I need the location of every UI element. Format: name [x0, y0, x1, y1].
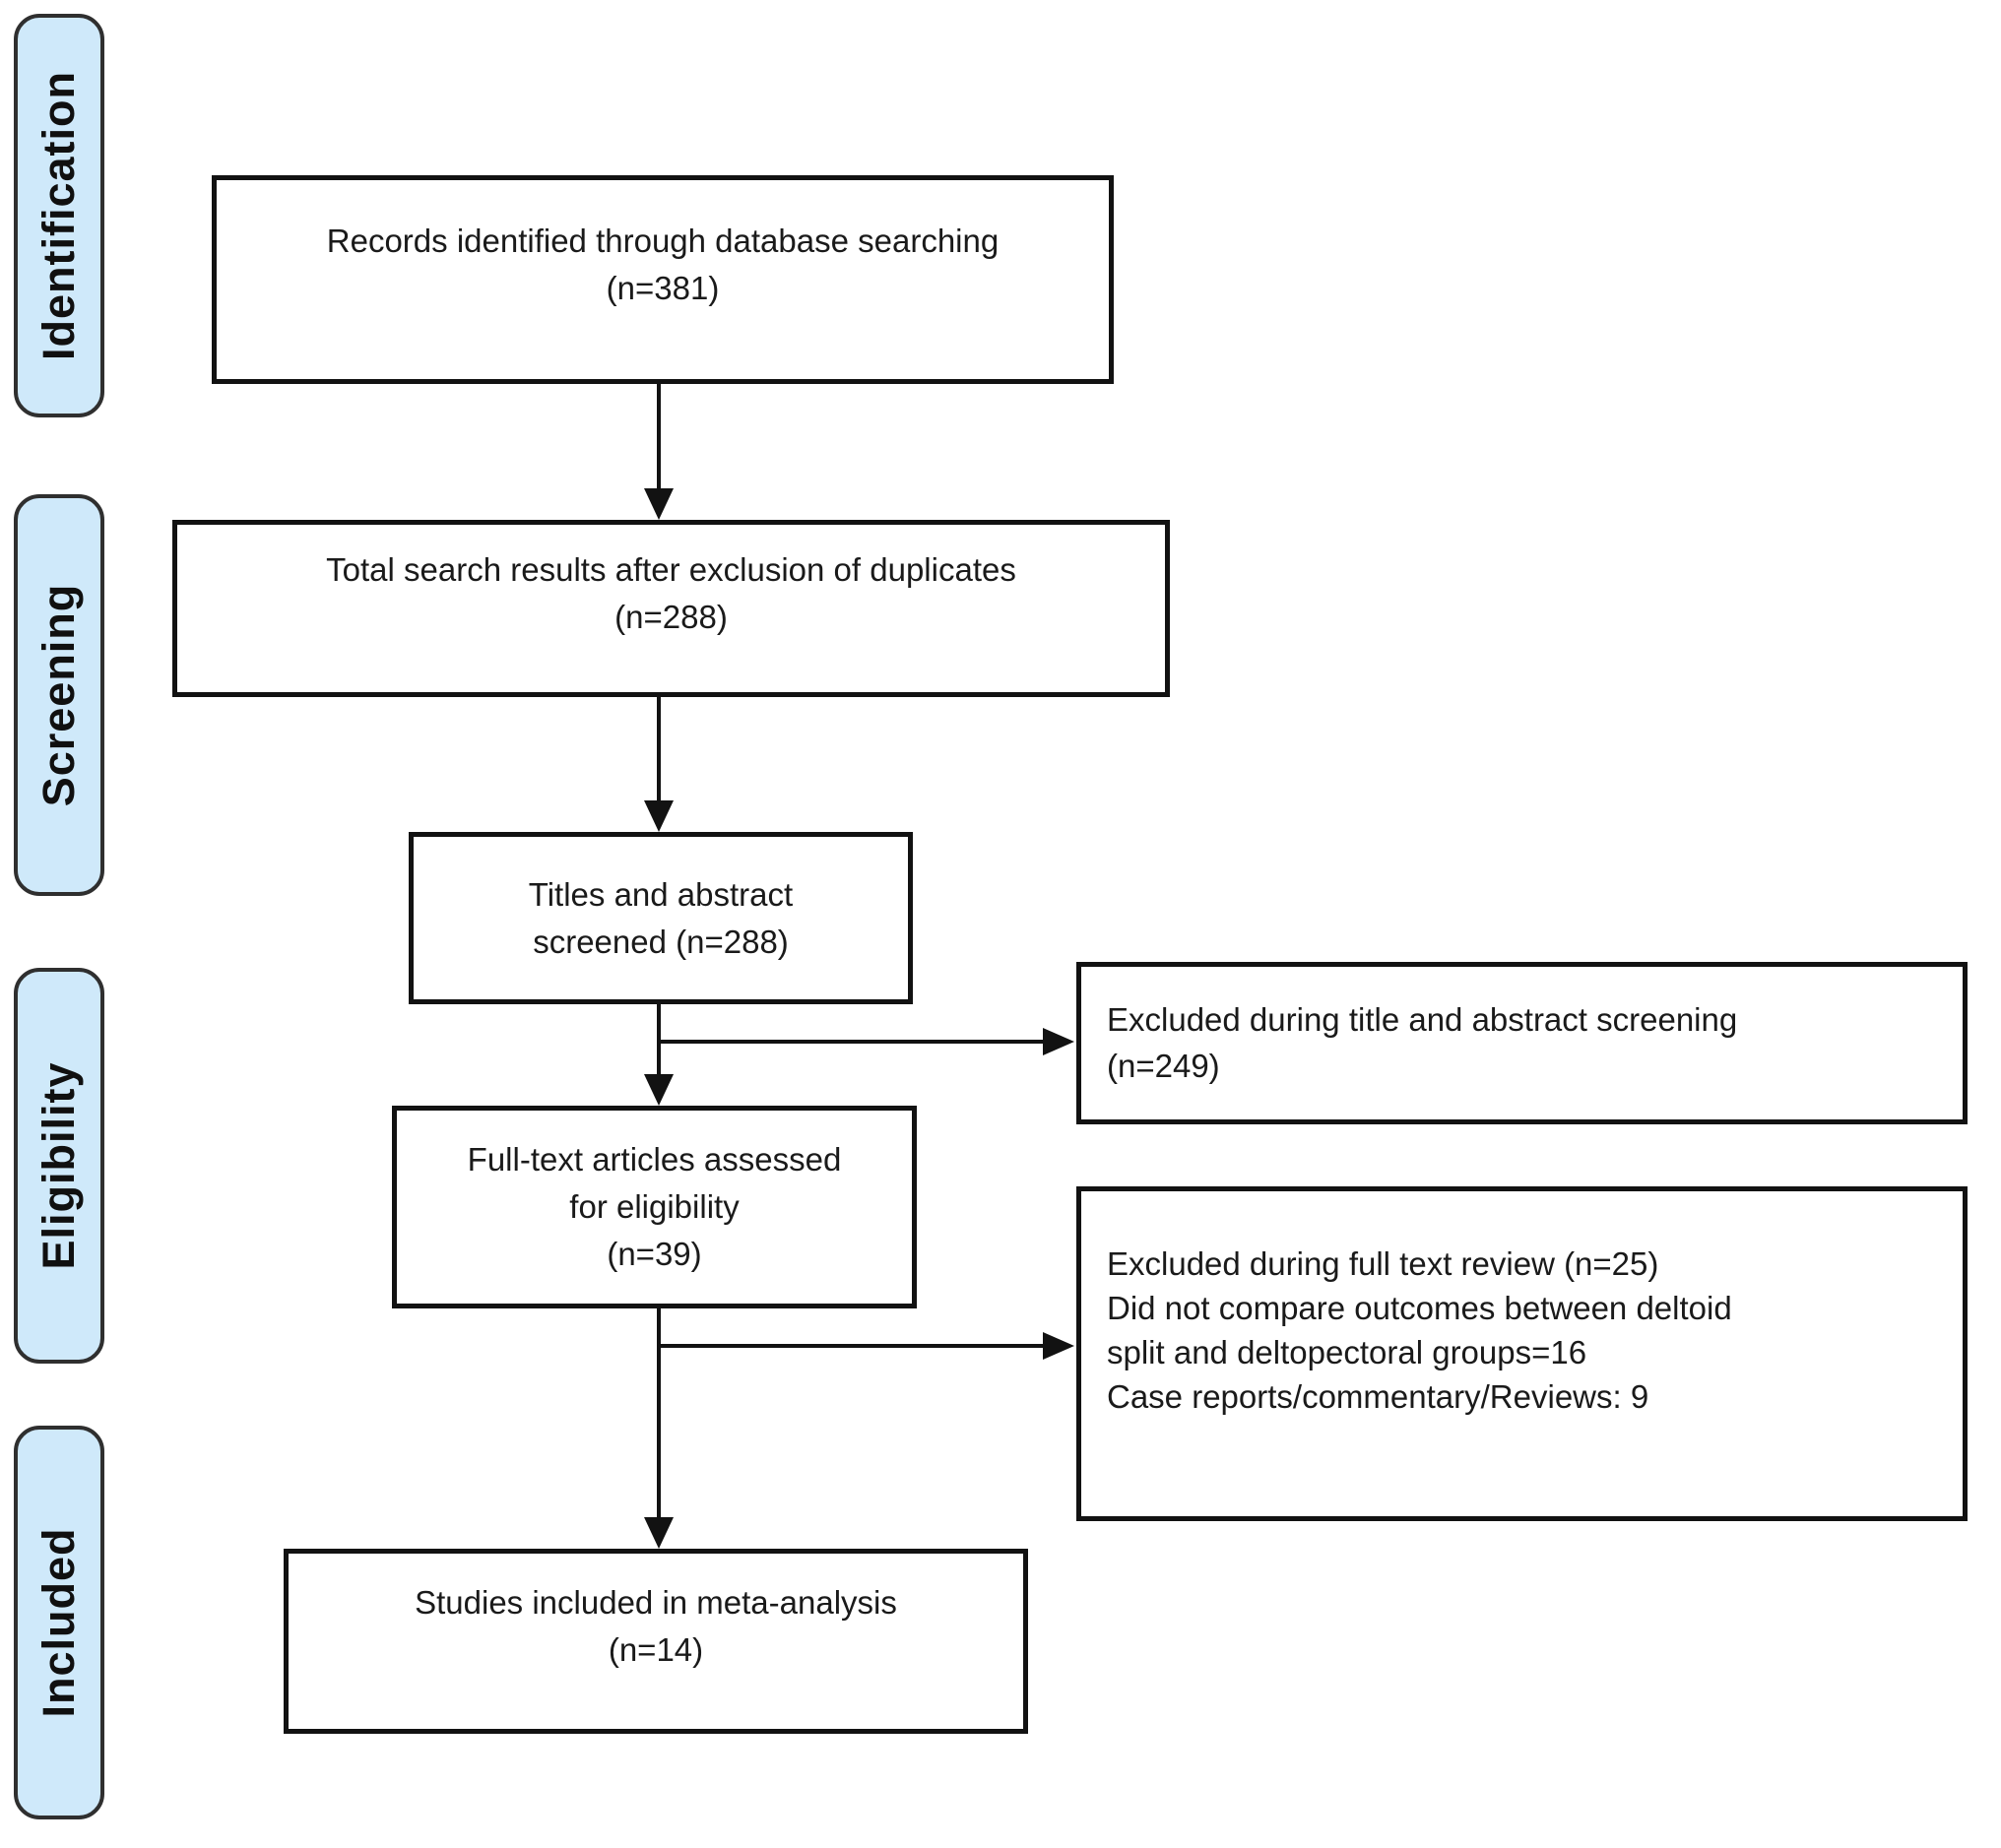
box-fulltext-assessed: Full-text articles assessed for eligibil… — [392, 1106, 917, 1308]
box-titles-abstract-screened-line-1: Titles and abstract — [528, 875, 794, 913]
stage-label-screening-text: Screening — [33, 583, 84, 807]
box-excluded-fulltext-review-line-4: Case reports/commentary/Reviews: 9 — [1107, 1377, 1649, 1415]
stage-label-identification: Identification — [14, 14, 104, 417]
box-excluded-fulltext-review-line-1: Excluded during full text review (n=25) — [1107, 1245, 1659, 1282]
box-records-identified-line-1: Records identified through database sear… — [326, 223, 1000, 260]
arrowhead-screened-to-excluded-screening — [1043, 1028, 1074, 1055]
box-records-identified: Records identified through database sear… — [212, 175, 1114, 384]
box-titles-abstract-screened: Titles and abstract screened (n=288) — [409, 832, 913, 1004]
box-total-after-duplicates-line-1: Total search results after exclusion of … — [326, 551, 1016, 589]
arrowhead-records-to-deduplicated — [644, 488, 674, 520]
stage-label-screening: Screening — [14, 494, 104, 896]
box-records-identified-line-2: (n=381) — [606, 270, 720, 306]
stage-label-identification-text: Identification — [33, 71, 84, 360]
box-total-after-duplicates: Total search results after exclusion of … — [172, 520, 1170, 697]
connector-deduplicated-to-screened — [657, 697, 661, 802]
box-titles-abstract-screened-line-2: screened (n=288) — [533, 923, 789, 960]
arrowhead-screened-to-fulltext — [644, 1074, 674, 1106]
box-fulltext-assessed-line-2: for eligibility — [569, 1188, 740, 1226]
box-excluded-fulltext-review-line-2: Did not compare outcomes between deltoid — [1107, 1289, 1732, 1326]
arrowhead-fulltext-to-included — [644, 1517, 674, 1549]
stage-label-included: Included — [14, 1426, 104, 1819]
box-excluded-fulltext-review: Excluded during full text review (n=25) … — [1076, 1186, 1968, 1521]
stage-label-eligibility: Eligibility — [14, 968, 104, 1364]
arrowhead-fulltext-to-excluded-review — [1043, 1332, 1074, 1360]
box-excluded-fulltext-review-line-3: split and deltopectoral groups=16 — [1107, 1333, 1587, 1370]
box-excluded-title-abstract-line-2: (n=249) — [1107, 1047, 1220, 1084]
box-studies-included: Studies included in meta-analysis (n=14) — [284, 1549, 1028, 1734]
stage-label-included-text: Included — [33, 1527, 84, 1718]
connector-fulltext-to-included — [657, 1308, 661, 1519]
box-studies-included-line-1: Studies included in meta-analysis — [415, 1584, 897, 1622]
connector-records-to-deduplicated — [657, 384, 661, 490]
connector-screened-to-excluded-screening — [659, 1040, 1045, 1044]
stage-label-eligibility-text: Eligibility — [33, 1061, 84, 1270]
box-excluded-title-abstract: Excluded during title and abstract scree… — [1076, 962, 1968, 1124]
box-excluded-title-abstract-line-1: Excluded during title and abstract scree… — [1107, 1000, 1738, 1038]
connector-fulltext-to-excluded-review — [659, 1344, 1045, 1348]
box-fulltext-assessed-line-3: (n=39) — [607, 1235, 702, 1272]
arrowhead-deduplicated-to-screened — [644, 800, 674, 832]
box-fulltext-assessed-line-1: Full-text articles assessed — [467, 1141, 842, 1179]
box-studies-included-line-2: (n=14) — [608, 1631, 704, 1668]
box-total-after-duplicates-line-2: (n=288) — [614, 599, 728, 635]
